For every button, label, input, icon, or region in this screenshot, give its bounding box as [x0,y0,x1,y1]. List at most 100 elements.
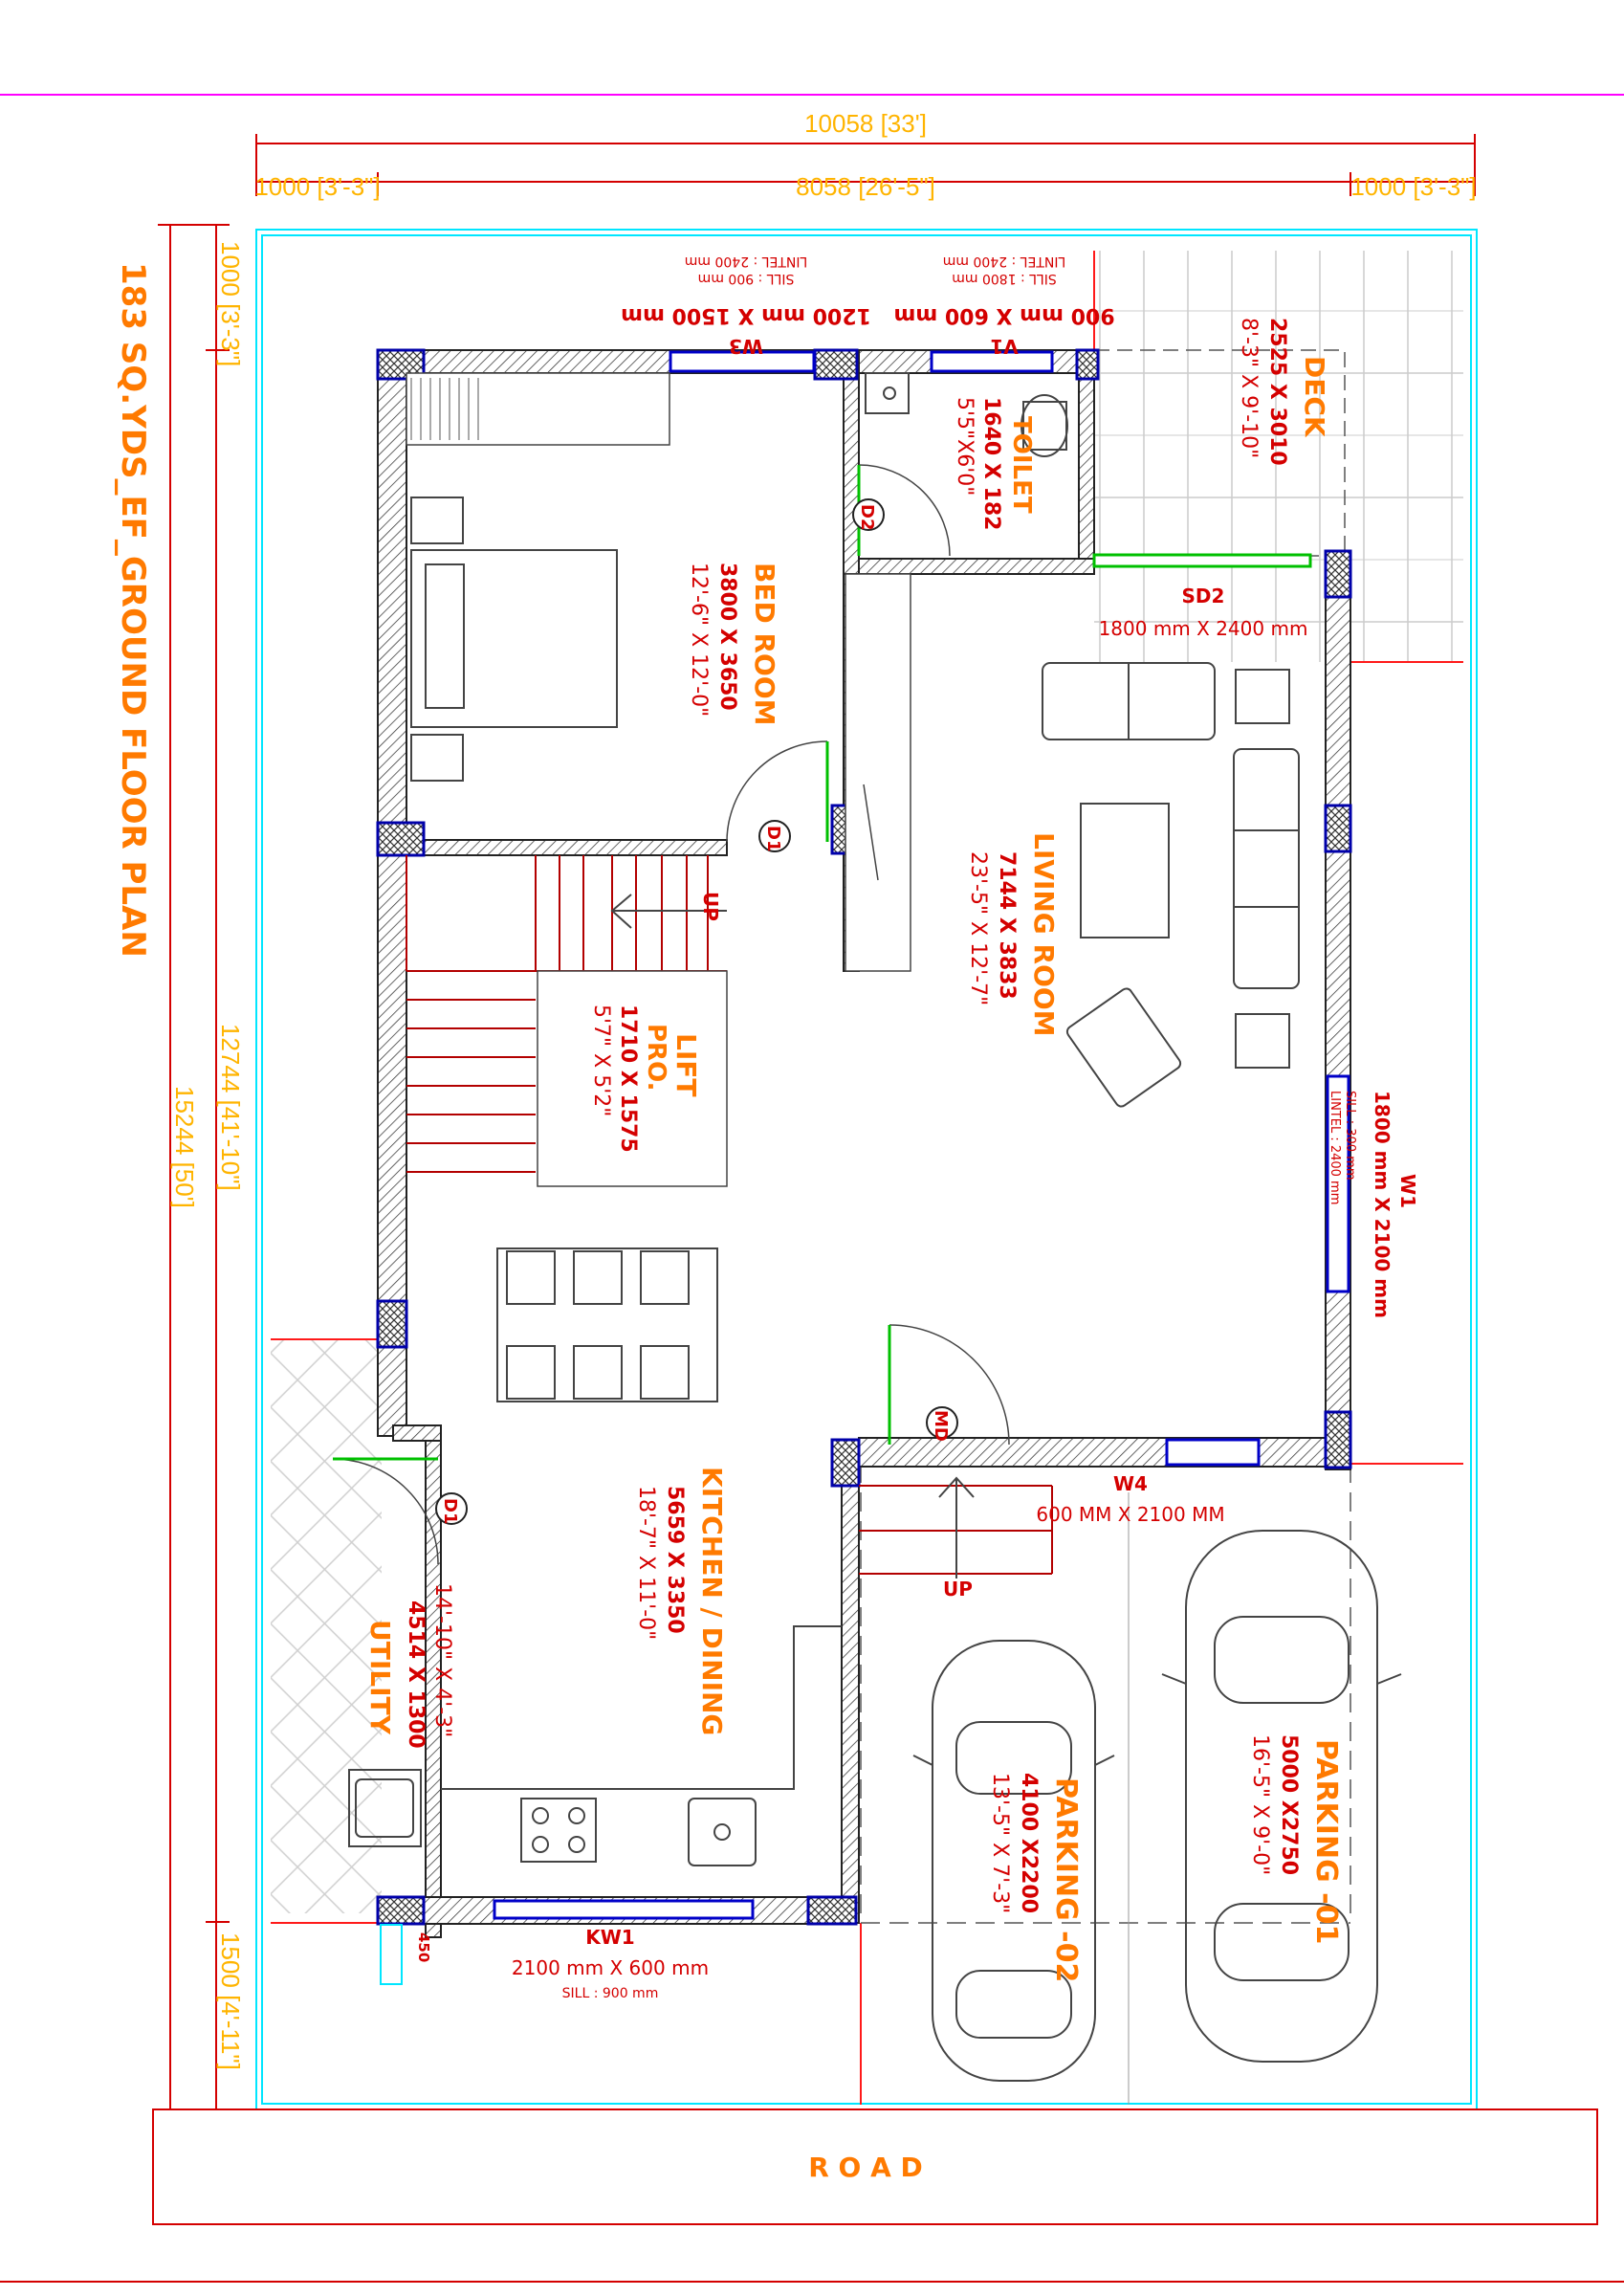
inner-depth-label: 12744 [41'-10"] [216,1024,245,1191]
parking-area [860,1464,1351,2105]
sd2-size: 1800 mm X 2400 mm [1099,617,1308,640]
parking1-imperial: 16'-5" X 9'-0" [1248,1734,1272,1875]
parking2-imperial: 13'-5" X 7'-3" [988,1773,1012,1913]
v1-tag: V1 [990,335,1018,358]
door-tags: D1 D2 MD D1 [435,498,958,1525]
toilet-size: 1640 X 182 [979,397,1003,530]
kitchen-name: KITCHEN / DINING [696,1467,728,1735]
parking2-size: 4100 X2200 [1017,1773,1041,1913]
setback-boundary [271,251,1463,2105]
right-setback-label: 1000 [3'-3"] [1350,172,1476,201]
w3-tag: W3 [729,335,763,358]
columns [376,348,1352,1926]
w1-sill: SILL : 300 mm [1343,1091,1357,1181]
utility-label-group: UTILITY 4514 X 1300 14'-10" X 4'-3" [364,1583,454,1749]
road-box [152,2108,1598,2225]
sd2-tag: SD2 [1182,585,1225,607]
entry-up-label: UP [943,1578,973,1601]
deck-imperial: 8'-3" X 9'-10" [1237,318,1261,458]
front-setback-label: 1500 [4'-11"] [216,1932,245,2070]
w3-sill: SILL : 900 mm [698,271,795,286]
deck-label-group: DECK 2525 X 3010 8'-3" X 9'-10" [1237,318,1330,466]
door-d1-bed-tag: D1 [763,826,783,851]
lift-name: LIFT [670,1033,702,1097]
lift-sub: PRO. [642,1024,670,1091]
top-dimensions: 10058 [33'] 1000 [3'-3"] 8058 [26'-5"] 1… [254,109,1476,201]
kitchen-imperial: 18'-7" X 11'-0" [634,1486,658,1640]
utility-size: 4514 X 1300 [404,1601,428,1749]
bedroom-size: 3800 X 3650 [715,563,739,711]
utility-floor [271,1339,382,1913]
left-setback-label: 1000 [3'-3"] [254,172,380,201]
kw1-sill: SILL : 900 mm [562,1986,659,2001]
top-setback-label: 1000 [3'-3"] [216,241,245,366]
overall-width-label: 10058 [33'] [804,109,927,138]
left-dimensions: 1000 [3'-3"] 12744 [41'-10"] 15244 [50']… [158,224,245,2110]
parking2-name: PARKING -02 [1049,1777,1083,1982]
overall-depth-label: 15244 [50'] [170,1086,199,1208]
kw1-size: 2100 mm X 600 mm [512,1956,709,1979]
car-2 [912,1640,1115,2082]
living-furniture [845,573,1300,1108]
plan-title: 183 SQ.YDS_EF_GROUND FLOOR PLAN [114,262,152,958]
inner-width-label: 8058 [26'-5"] [796,172,935,201]
v1-lintel: LINTEL : 2400 mm [943,254,1066,269]
parking1-name: PARKING -01 [1309,1739,1343,1944]
bedroom-name: BED ROOM [749,563,780,726]
toilet-imperial: 5'5"X6'0" [953,397,977,496]
kitchen-size: 5659 X 3350 [663,1486,687,1634]
toilet-label-group: TOILET 1640 X 182 5'5"X6'0" [953,397,1036,530]
doors [332,464,1010,1565]
w4-tag: W4 [1113,1472,1148,1495]
deck-name: DECK [1299,356,1330,438]
lift-imperial: 5'7" X 5'2" [589,1004,613,1116]
w1-detail-group: 1800 mm X 2100 mm SILL : 300 mm LINTEL :… [1328,1091,1394,1318]
bedroom-label-group: BED ROOM 3800 X 3650 12'-6" X 12'-0" [687,563,780,726]
lift-size: 1710 X 1575 [616,1004,640,1153]
road-label: R O A D [808,2152,923,2183]
deck-floor [1094,251,1463,662]
lift-shaft [537,970,728,1187]
door-d2-tag: D2 [857,504,877,530]
lift-label-group: LIFT PRO. 1710 X 1575 5'7" X 5'2" [589,1004,702,1153]
parking2-label-group: PARKING -02 4100 X2200 13'-5" X 7'-3" [988,1773,1083,1982]
main-staircase: UP [406,855,727,1173]
w3-lintel: LINTEL : 2400 mm [685,254,808,269]
w1-tag: W1 [1396,1174,1419,1208]
w3-size: 1200 mm X 1500 mm [621,303,871,327]
kitchen-label-group: KITCHEN / DINING 5659 X 3350 18'-7" X 11… [634,1467,728,1735]
living-size: 7144 X 3833 [995,851,1019,1000]
living-label-group: LIVING ROOM 7144 X 3833 23'-5" X 12'-7" [966,832,1060,1037]
door-md-tag: MD [931,1410,951,1442]
bedroom-imperial: 12'-6" X 12'-0" [687,563,711,717]
w1-label-group: W1 [1396,1174,1419,1208]
w4-size: 600 MM X 2100 MM [1036,1503,1224,1526]
toilet-fixtures [865,372,1068,457]
v1-label-group: V1 900 mm X 600 mm SILL : 1800 mm LINTEL… [893,254,1114,358]
door-d1-utility-tag: D1 [440,1498,460,1524]
parking1-label-group: PARKING -01 5000 X2750 16'-5" X 9'-0" [1248,1734,1343,1944]
kw1-tag: KW1 [585,1926,634,1949]
plot-boundary-inner [261,234,1472,2105]
stair-up-label: UP [699,892,722,921]
sink-offset-label: 450 [415,1932,432,1962]
living-name: LIVING ROOM [1028,832,1060,1037]
parking1-size: 5000 X2750 [1277,1734,1301,1875]
deck-size: 2525 X 3010 [1265,318,1289,466]
w1-lintel: LINTEL : 2400 mm [1328,1091,1342,1204]
car-1 [1161,1530,1402,2063]
toilet-name: TOILET [1007,416,1036,514]
living-imperial: 23'-5" X 12'-7" [966,851,990,1005]
w3-label-group: W3 1200 mm X 1500 mm SILL : 900 mm LINTE… [621,254,871,358]
kitchen-counter: 450 [348,1625,842,1985]
v1-sill: SILL : 1800 mm [952,271,1057,286]
v1-size: 900 mm X 600 mm [893,303,1114,327]
windows [493,350,1350,1920]
utility-name: UTILITY [364,1620,396,1735]
w1-size: 1800 mm X 2100 mm [1371,1091,1394,1318]
utility-imperial: 14'-10" X 4'-3" [430,1583,454,1737]
dining-table [496,1247,718,1402]
bed [410,497,618,782]
bedroom-stair [406,372,670,446]
